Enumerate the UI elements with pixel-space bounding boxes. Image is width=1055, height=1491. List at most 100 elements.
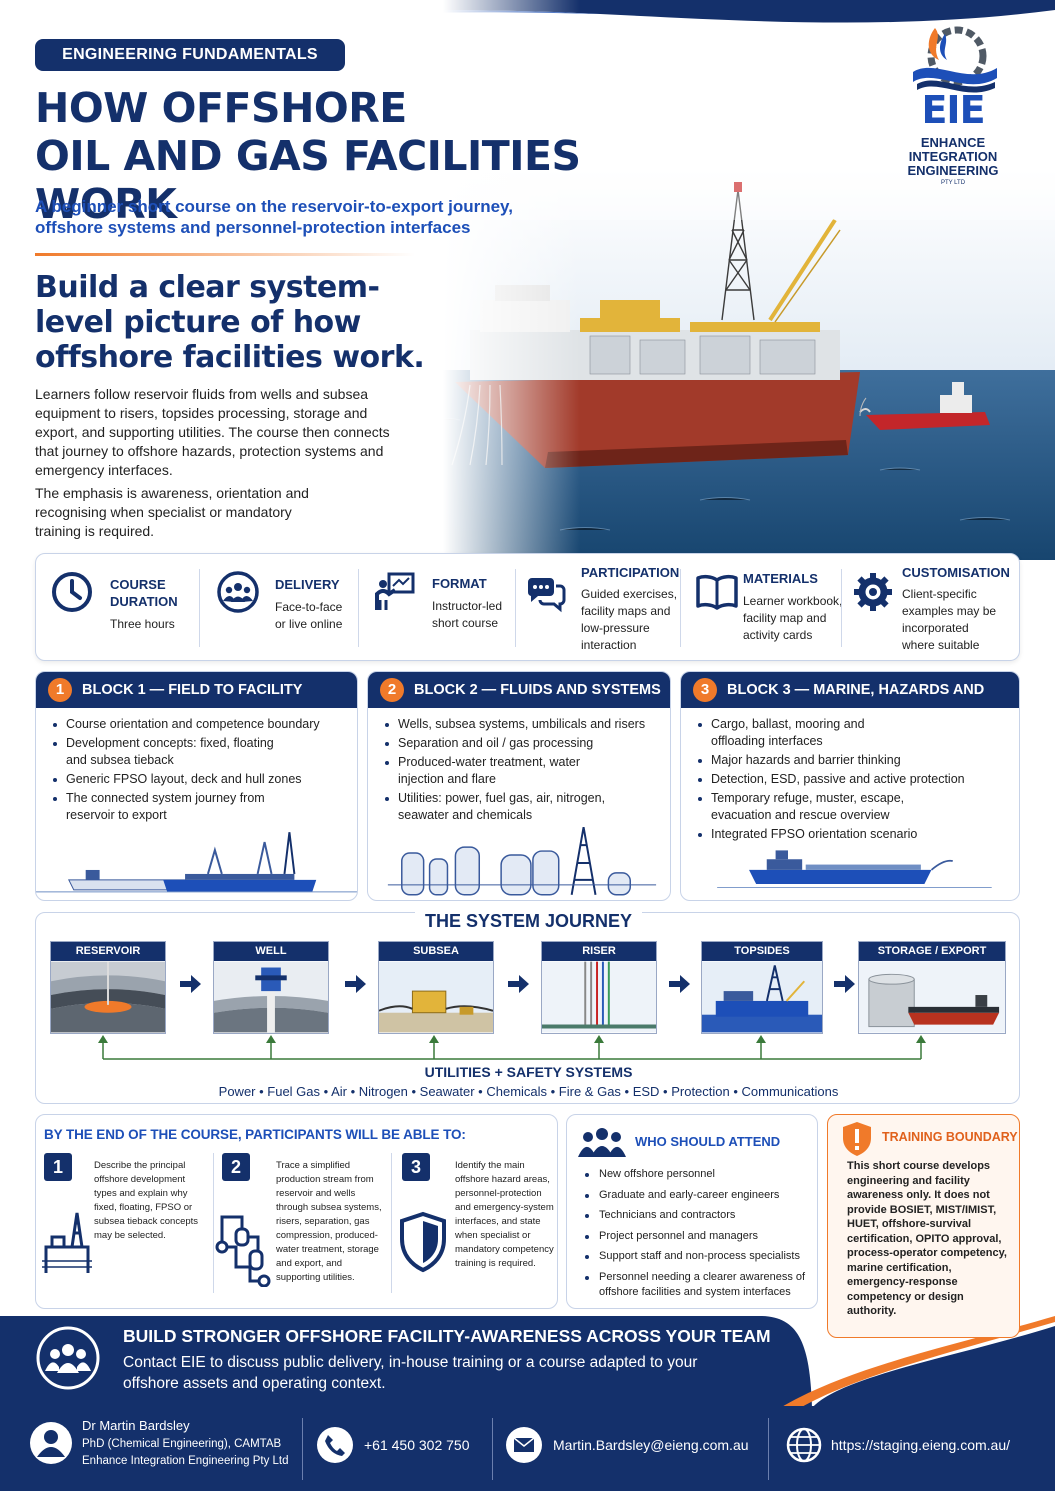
boundary-text: This short course develops engineering a…: [847, 1160, 1007, 1317]
list-item: Detection, ESD, passive and active prote…: [695, 771, 1009, 788]
course-info-strip: COURSE DURATION Three hours DELIVERY Fac…: [35, 553, 1020, 661]
journey-title-text: THE SYSTEM JOURNEY: [414, 911, 643, 931]
info-label: MATERIALS: [743, 571, 818, 586]
page-subtitle: A beginner short course on the reservoir…: [35, 197, 513, 237]
outcome-text: Identify the main offshore hazard areas,…: [455, 1160, 554, 1269]
training-boundary-panel: TRAINING BOUNDARY This short course deve…: [827, 1114, 1020, 1338]
shield-icon: [400, 1211, 446, 1273]
outcomes-title: BY THE END OF THE COURSE, PARTICIPANTS W…: [44, 1127, 466, 1142]
block-2-card: 2 BLOCK 2 — FLUIDS AND SYSTEMS Wells, sub…: [367, 671, 671, 901]
step-label: WELL: [214, 942, 328, 961]
list-item: The connected system journey from reserv…: [50, 790, 275, 824]
people-icon: [217, 571, 259, 613]
journey-step-storage-export: STORAGE / EXPORT: [858, 941, 1006, 1034]
logo-line-1: ENHANCE: [920, 135, 986, 150]
globe-icon[interactable]: [785, 1426, 823, 1464]
subsea-manifold-icon: [378, 961, 494, 1033]
info-label: DELIVERY: [275, 577, 340, 592]
intro-paragraph-1: Learners follow reservoir fluids from we…: [35, 386, 390, 478]
team-icon: [36, 1326, 100, 1390]
cta-band: [0, 1316, 1055, 1408]
logo-line-2: INTEGRATION: [908, 149, 998, 164]
info-materials: MATERIALS Learner workbook, facility map…: [695, 564, 842, 652]
logo-wordmark: EIE: [921, 88, 985, 132]
list-item: Personnel needing a clearer awareness of…: [583, 1270, 813, 1300]
block-title: BLOCK 2 — FLUIDS AND SYSTEMS: [414, 682, 661, 698]
utilities-connector-lines: [98, 1035, 926, 1060]
list-item: Support staff and non-process specialist…: [583, 1249, 813, 1264]
list-item: New offshore personnel: [583, 1167, 813, 1182]
course-category-tag: ENGINEERING FUNDAMENTALS: [35, 39, 345, 71]
step-label: SUBSEA: [379, 942, 493, 961]
cta-heading: BUILD STRONGER OFFSHORE FACILITY-AWARENE…: [123, 1326, 771, 1346]
wellhead-icon: [214, 961, 328, 1033]
list-item: Produced-water treatment, water injectio…: [382, 754, 582, 788]
list-item: Wells, subsea systems, umbilicals and ri…: [382, 716, 660, 733]
info-customisation: CUSTOMISATION Client-specific examples m…: [851, 558, 1011, 652]
journey-step-subsea: SUBSEA: [378, 941, 494, 1034]
info-value: Three hours: [110, 617, 175, 631]
platform-icon: [42, 1212, 92, 1273]
journey-step-reservoir: RESERVOIR: [50, 941, 166, 1034]
info-label: PARTICIPATION: [581, 565, 680, 580]
list-item: Course orientation and competence bounda…: [50, 716, 347, 733]
step-label: RESERVOIR: [51, 942, 165, 961]
logo-pty: PTY LTD: [940, 180, 966, 186]
list-item: Utilities: power, fuel gas, air, nitroge…: [382, 790, 622, 824]
block-1-list: Course orientation and competence bounda…: [36, 708, 357, 824]
intro-paragraph-2: The emphasis is awareness, orientation a…: [35, 485, 309, 539]
utilities-title: UTILITIES + SAFETY SYSTEMS: [424, 1064, 633, 1080]
block-2-header: 2 BLOCK 2 — FLUIDS AND SYSTEMS: [368, 672, 670, 708]
storage-tank-tanker-icon: [859, 961, 1005, 1033]
step-label: STORAGE / EXPORT: [859, 942, 1005, 961]
logo-line-3: ENGINEERING: [907, 163, 999, 178]
info-label: COURSE DURATION: [110, 577, 178, 609]
group-icon: [578, 1128, 626, 1157]
list-item: Technicians and contractors: [583, 1208, 813, 1223]
system-journey-panel: THE SYSTEM JOURNEY RESERVOIR WELL SUBSEA…: [35, 911, 1020, 1104]
fpso-hero-image: [0, 0, 1055, 560]
page-title-line-1: HOW OFFSHORE: [35, 84, 407, 132]
page-title-line-2: OIL AND GAS FACILITIES WORK: [35, 132, 581, 228]
contact-website[interactable]: https://staging.eieng.com.au/: [831, 1437, 1010, 1453]
learning-outcomes-panel: BY THE END OF THE COURSE, PARTICIPANTS W…: [35, 1114, 558, 1309]
book-icon: [696, 574, 738, 610]
journey-step-riser: RISER: [541, 941, 657, 1034]
list-item: Development concepts: fixed, floating an…: [50, 735, 285, 769]
block-number: 2: [380, 678, 404, 702]
step-label: TOPSIDES: [702, 942, 822, 961]
block-title: BLOCK 1 — FIELD TO FACILITY: [82, 682, 303, 698]
attend-title: WHO SHOULD ATTEND: [635, 1134, 781, 1149]
arrow-right-icon: [508, 975, 529, 993]
list-item: Temporary refuge, muster, escape, evacua…: [695, 790, 925, 824]
list-item: Cargo, ballast, mooring and offloading i…: [695, 716, 885, 750]
email-icon[interactable]: [505, 1426, 543, 1464]
person-icon: [30, 1422, 72, 1464]
logo-name: ENHANCE INTEGRATION ENGINEERING: [893, 136, 1013, 178]
contact-email[interactable]: Martin.Bardsley@eieng.com.au: [553, 1437, 749, 1453]
info-format: FORMAT Instructor-led short course: [373, 564, 513, 652]
arrow-right-icon: [345, 975, 366, 993]
presenter-icon: [375, 572, 415, 610]
list-item: Project personnel and managers: [583, 1229, 813, 1244]
phone-icon[interactable]: [316, 1426, 354, 1464]
step-label: RISER: [542, 942, 656, 961]
info-label: CUSTOMISATION: [902, 565, 1010, 580]
contact-phone[interactable]: +61 450 302 750: [364, 1437, 470, 1453]
block-2-list: Wells, subsea systems, umbilicals and ri…: [368, 708, 670, 824]
list-item: Separation and oil / gas processing: [382, 735, 660, 752]
info-value: Learner workbook, facility map and activ…: [743, 594, 843, 642]
reservoir-icon: [51, 961, 165, 1033]
info-value: Instructor-led short course: [432, 599, 503, 630]
cta-text: Contact EIE to discuss public delivery, …: [123, 1354, 698, 1392]
utilities-list: Power • Fuel Gas • Air • Nitrogen • Seaw…: [218, 1084, 839, 1099]
info-value: Guided exercises, facility maps and low-…: [581, 587, 678, 652]
topsides-platform-icon: [702, 961, 822, 1033]
outcome-text: Describe the principal offshore developm…: [94, 1160, 199, 1241]
process-flow-icon: [215, 1215, 271, 1287]
block-2-illustration: [387, 827, 657, 896]
orange-divider: [35, 253, 415, 256]
contact-qualifications: PhD (Chemical Engineering), CAMTAB: [82, 1438, 282, 1450]
